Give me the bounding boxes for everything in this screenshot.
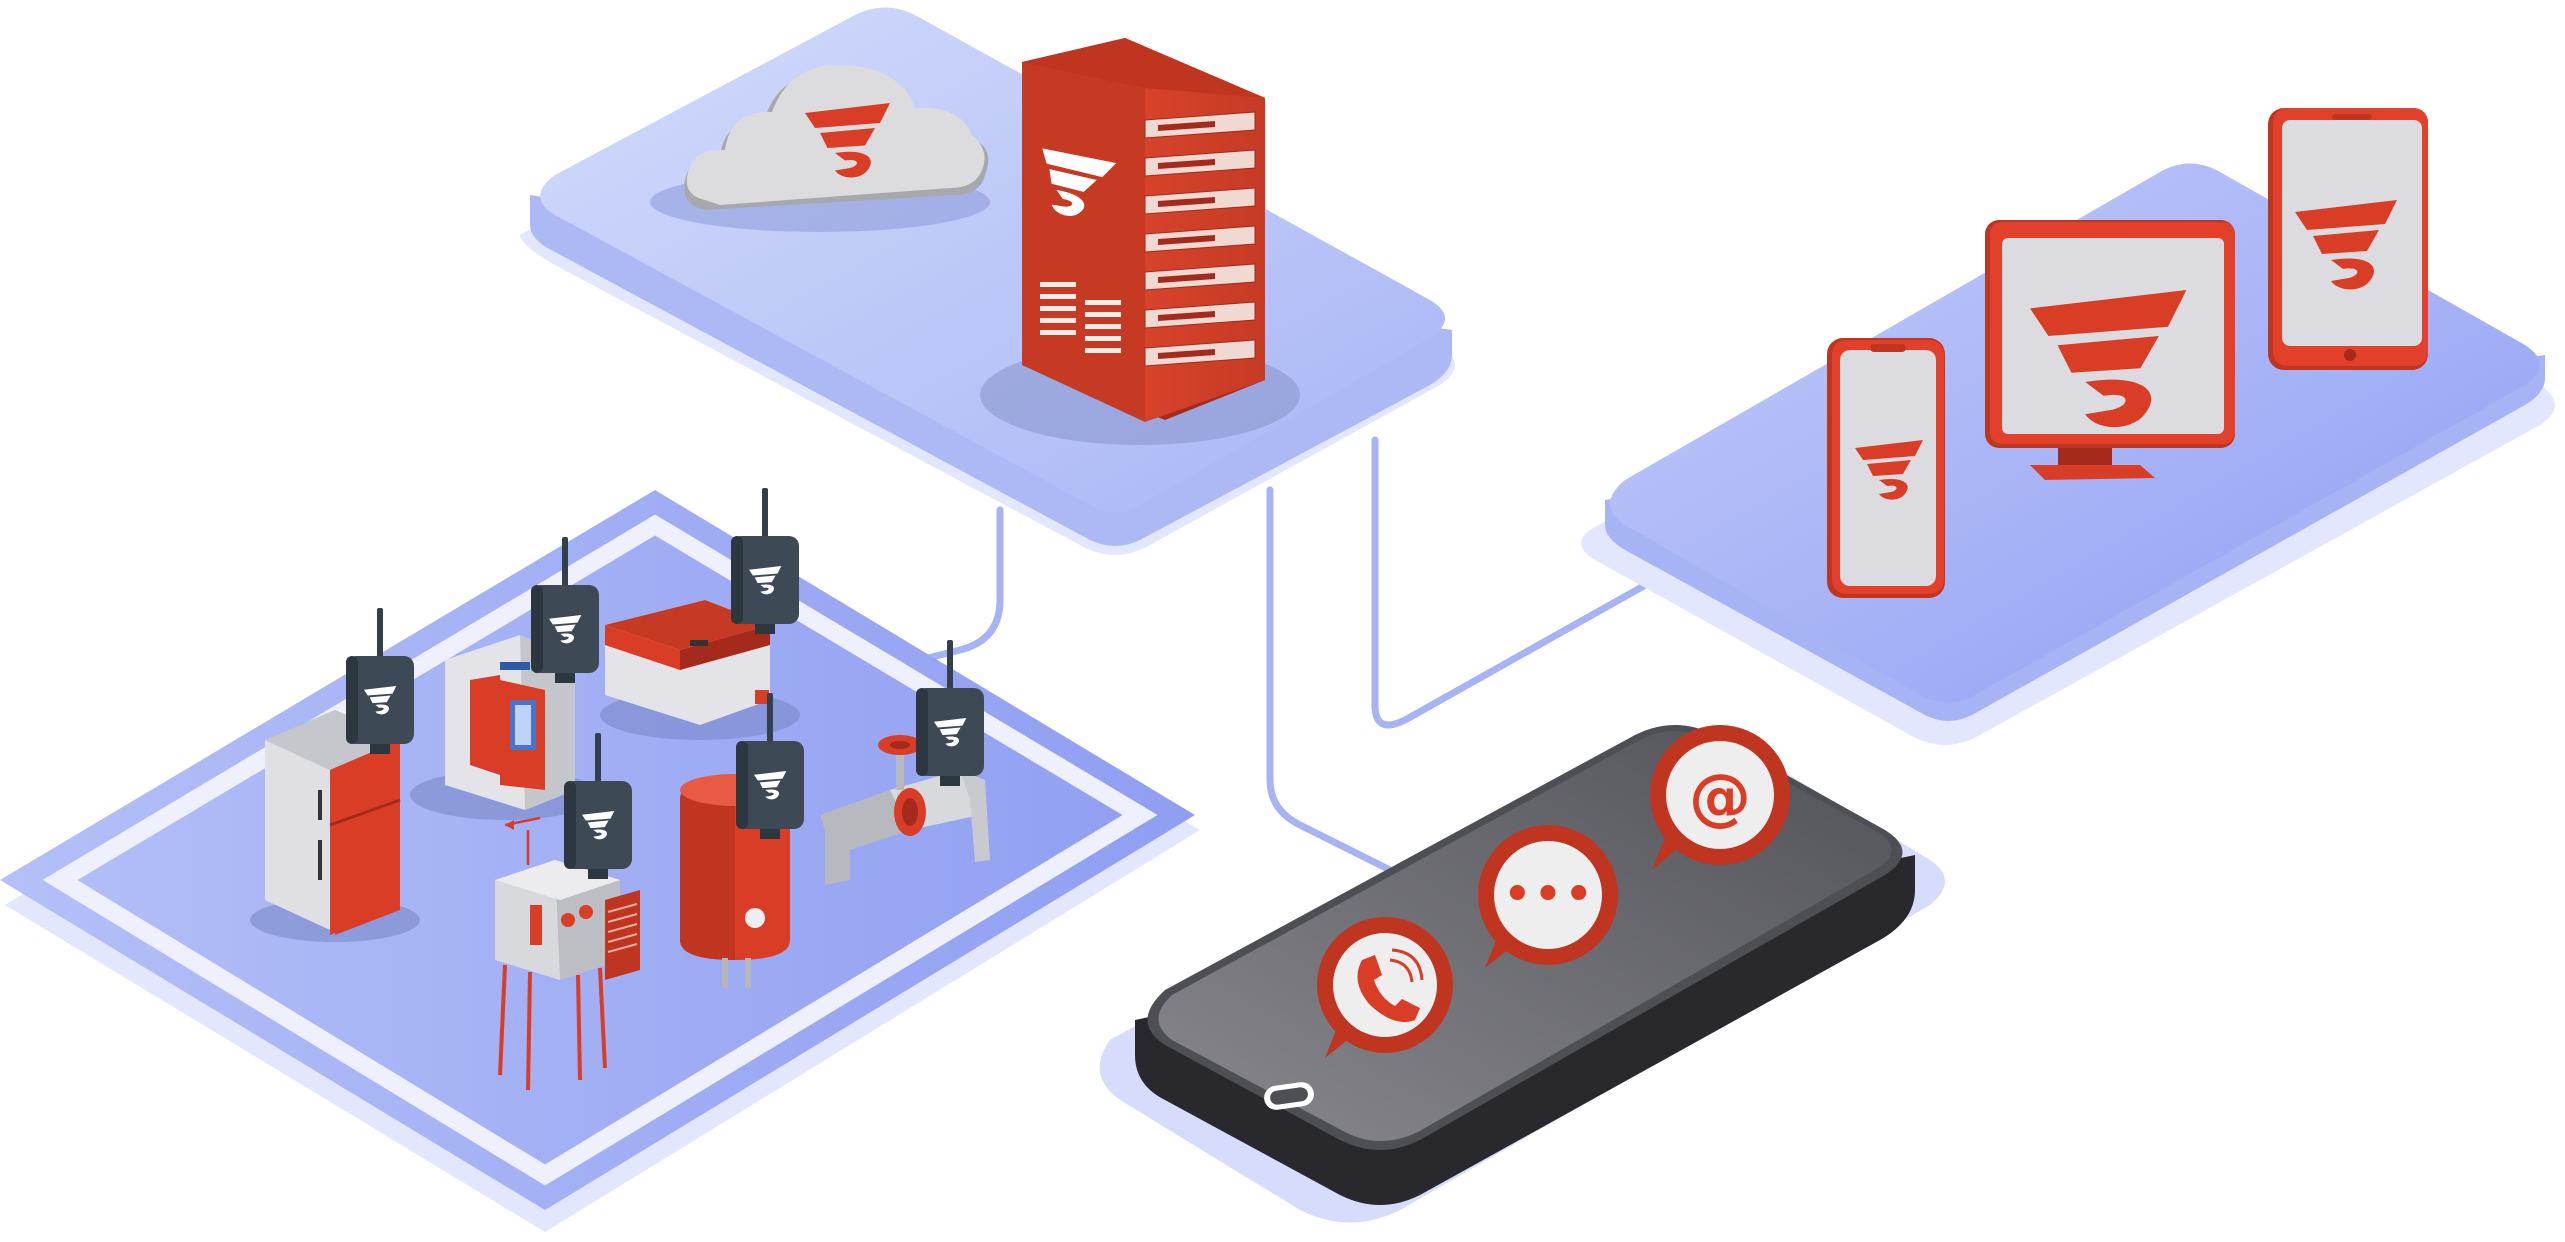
connector-lines xyxy=(876,436,1694,879)
sensor-freezer xyxy=(731,488,799,634)
email-symbol: @ xyxy=(1689,760,1751,833)
devices-platform xyxy=(1581,108,2555,745)
tablet-icon xyxy=(2268,108,2428,370)
sensor-refrigerator xyxy=(346,608,414,754)
chat-icon: ••• xyxy=(1478,825,1618,968)
smartphone-icon xyxy=(1827,338,1945,598)
water-heater-icon xyxy=(680,774,790,988)
freezer-chest-icon xyxy=(600,600,800,740)
facility-platform xyxy=(0,488,1200,1232)
cloud-server-platform xyxy=(520,7,1455,555)
alert-phone: ••• @ xyxy=(1099,725,1945,1223)
monitor-icon xyxy=(1985,220,2235,480)
connector-cloud-to-devices xyxy=(1371,436,1694,729)
facility-platform-border xyxy=(42,514,1158,1186)
cloud-icon xyxy=(650,64,990,232)
refrigerator-icon xyxy=(250,710,420,942)
email-icon: @ xyxy=(1650,725,1790,870)
electrical-box-icon xyxy=(495,816,640,1091)
connector-facility-to-cloud xyxy=(876,506,1004,674)
server-rack-icon xyxy=(980,38,1300,445)
phone-call-icon xyxy=(1317,917,1453,1058)
connector-cloud-to-phone xyxy=(1266,486,1404,879)
chat-symbol: ••• xyxy=(1502,865,1594,925)
incubator-icon xyxy=(410,635,600,820)
